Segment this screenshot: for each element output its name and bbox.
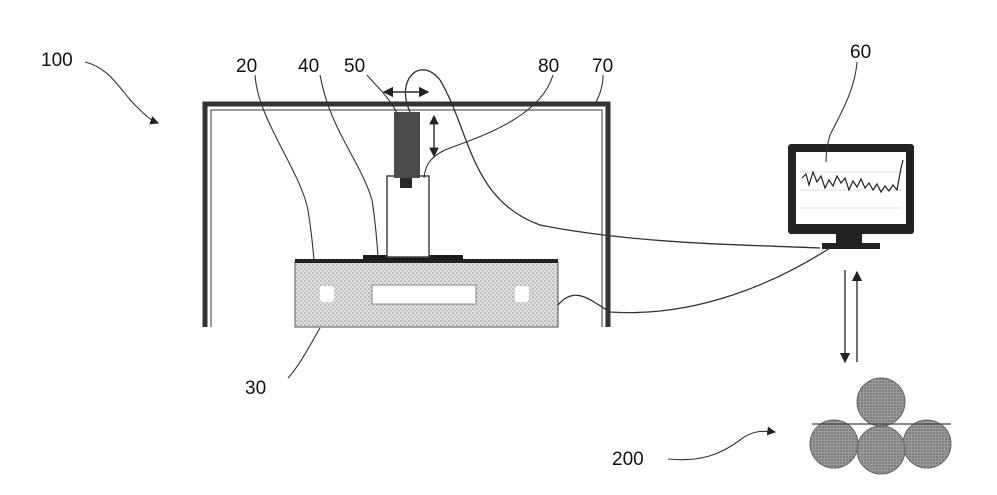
label-30: 30 <box>245 378 266 399</box>
stage <box>295 262 558 327</box>
monitor <box>788 144 914 249</box>
rollers <box>810 378 951 474</box>
label-80: 80 <box>538 56 559 77</box>
probe-holder <box>387 176 429 257</box>
stage-cable <box>558 248 830 313</box>
probe-cable <box>405 70 820 248</box>
label-100: 100 <box>41 50 73 71</box>
data-exchange-arrows <box>845 270 857 362</box>
label-50: 50 <box>344 56 365 77</box>
label-70: 70 <box>592 56 613 77</box>
label-20: 20 <box>236 56 257 77</box>
probe <box>394 112 420 188</box>
label-60: 60 <box>850 42 871 63</box>
label-40: 40 <box>298 56 319 77</box>
label-200: 200 <box>612 449 644 470</box>
